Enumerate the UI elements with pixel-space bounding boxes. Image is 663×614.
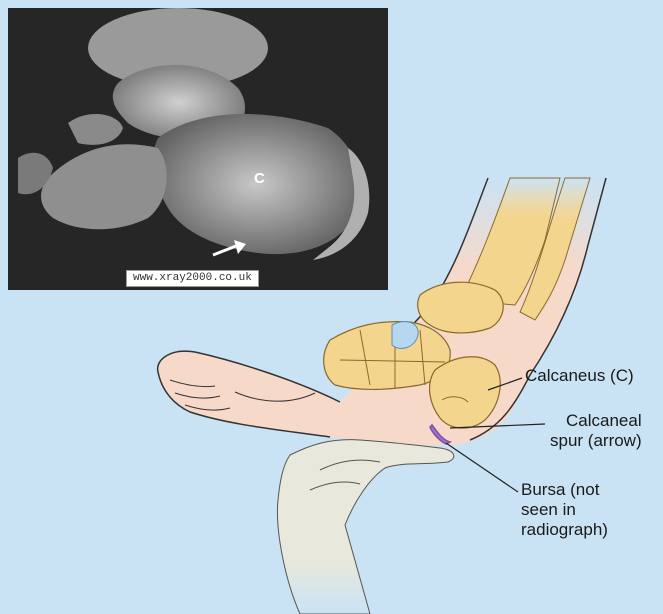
label-calcaneal-spur: Calcaneal spur (arrow) <box>550 411 642 451</box>
xray-source-credit: www.xray2000.co.uk <box>126 270 259 287</box>
talus-bone <box>418 282 504 333</box>
leader-bursa <box>446 443 518 492</box>
label-calcaneus: Calcaneus (C) <box>525 366 634 386</box>
xray-image: C www.xray2000.co.uk <box>8 8 388 290</box>
hand-arm <box>277 440 453 614</box>
xray-bones <box>8 8 388 290</box>
xray-bone-label: C <box>254 170 265 187</box>
label-bursa: Bursa (not seen in radiograph) <box>521 480 608 540</box>
